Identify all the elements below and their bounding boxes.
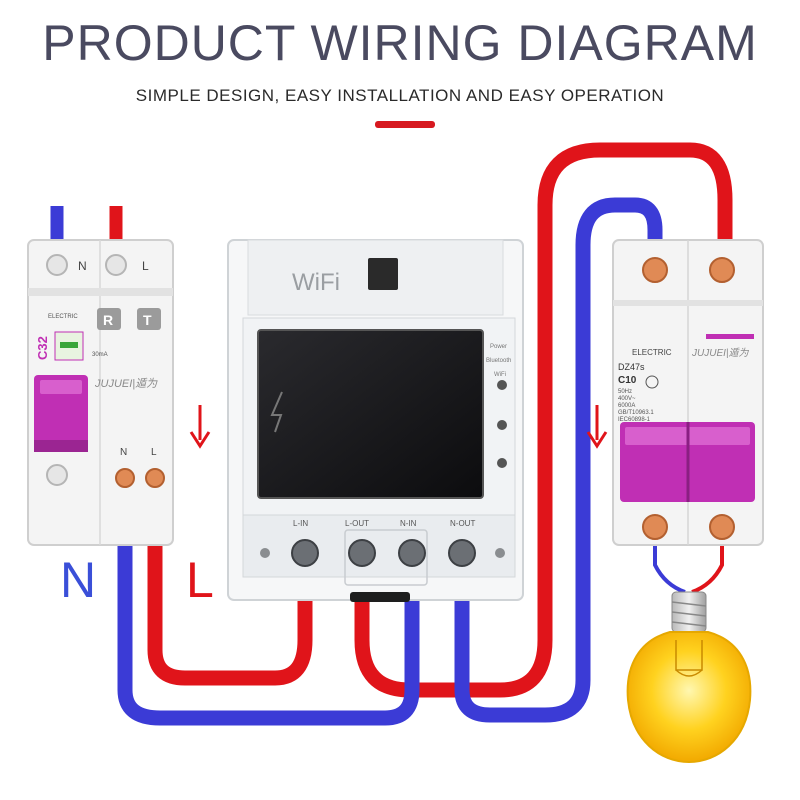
rcbo-terminal-l-out: [145, 468, 165, 488]
rcbo-label-l-bottom: L: [151, 447, 157, 458]
meter-terminal-l-out: [348, 539, 376, 567]
arrow-down-icon: [189, 405, 211, 449]
mcb-device: ELECTRIC JUJUEI|遁为 DZ47s C10 50Hz 400V~ …: [612, 239, 764, 546]
mcb-model: DZ47s: [618, 362, 645, 372]
neutral-wire-label: N: [60, 552, 96, 608]
rcbo-reset-button: [97, 308, 121, 330]
meter-indicator-power: Power: [490, 344, 507, 350]
smart-meter-device: WiFi Power Bluetooth WiFi L-IN L-OUT N-I…: [227, 239, 524, 602]
meter-wifi-label: WiFi: [292, 269, 340, 296]
meter-button-1[interactable]: [497, 380, 507, 390]
mcb-rating: C10: [618, 375, 637, 386]
accent-bar: [375, 121, 435, 128]
rcbo-neutral-to-meter-wire: [117, 478, 420, 726]
rcbo-terminal-n-bottom: [46, 464, 68, 486]
lightning-icon: [270, 391, 283, 433]
page-title: PRODUCT WIRING DIAGRAM: [42, 15, 758, 71]
meter-indicator-bluetooth: Bluetooth: [486, 358, 511, 364]
mcb-spec-0: 50Hz: [618, 389, 632, 395]
meter-display: [257, 329, 484, 499]
mcb-terminal-top-right: [709, 257, 735, 283]
rcbo-test-label: T: [143, 312, 152, 328]
live-loop-wire: [354, 142, 733, 698]
neutral-loop-wire: [454, 197, 663, 723]
lamp-neutral-wire: [653, 540, 686, 594]
meter-button-3[interactable]: [497, 458, 507, 468]
rcbo-brand-text: ELECTRIC: [48, 314, 78, 320]
rcbo-reset-label: R: [103, 312, 113, 328]
meter-button-2[interactable]: [497, 420, 507, 430]
mcb-brand: JUJUEI|遁为: [691, 347, 749, 359]
rcbo-label-n-bottom: N: [120, 447, 127, 458]
meter-terminal-label-n-in: N-IN: [400, 519, 417, 528]
meter-indicator-wifi: WiFi: [494, 372, 506, 378]
lamp-live-wire: [691, 540, 724, 594]
rcbo-terminal-l-top: [105, 254, 127, 276]
meter-terminal-label-l-in: L-IN: [293, 519, 308, 528]
meter-terminal-l-in: [291, 539, 319, 567]
arrow-down-icon: [586, 405, 608, 449]
mcb-terminal-top-left: [642, 257, 668, 283]
meter-terminal-label-l-out: L-OUT: [345, 519, 369, 528]
mcb-brand-text: ELECTRIC: [632, 348, 672, 357]
meter-terminal-n-in: [398, 539, 426, 567]
mcb-spec-4: IEC60898-1: [618, 417, 651, 423]
mcb-spec-3: GB/T10963.1: [618, 410, 654, 416]
rcbo-label-l-top: L: [142, 259, 149, 273]
rcbo-brand: JUJUEI|遁为: [94, 377, 158, 390]
rcbo-live-to-meter-wire: [147, 478, 313, 686]
meter-top-slot: [368, 258, 398, 290]
rcbo-terminal-n-out: [115, 468, 135, 488]
mcb-terminal-bottom-right: [709, 514, 735, 540]
mcb-terminal-bottom-left: [642, 514, 668, 540]
rcbo-test-button: [137, 308, 161, 330]
rcbo-rating: C32: [35, 336, 50, 360]
rcbo-label-n-top: N: [78, 259, 87, 273]
rcbo-device: N L R T ELECTRIC C32 30mA JUJUEI|遁为 N L: [27, 239, 174, 546]
page-subtitle: SIMPLE DESIGN, EASY INSTALLATION AND EAS…: [135, 86, 665, 105]
meter-terminal-label-n-out: N-OUT: [450, 519, 475, 528]
mcb-spec-2: 6000A: [618, 403, 635, 409]
live-wire-label: L: [186, 552, 214, 608]
meter-terminal-n-out: [448, 539, 476, 567]
mcb-spec-1: 400V~: [618, 396, 636, 402]
certification-icon: [645, 375, 659, 389]
rcbo-spec: 30mA: [92, 352, 108, 358]
rcbo-terminal-n-top: [46, 254, 68, 276]
light-bulb: [626, 591, 752, 764]
